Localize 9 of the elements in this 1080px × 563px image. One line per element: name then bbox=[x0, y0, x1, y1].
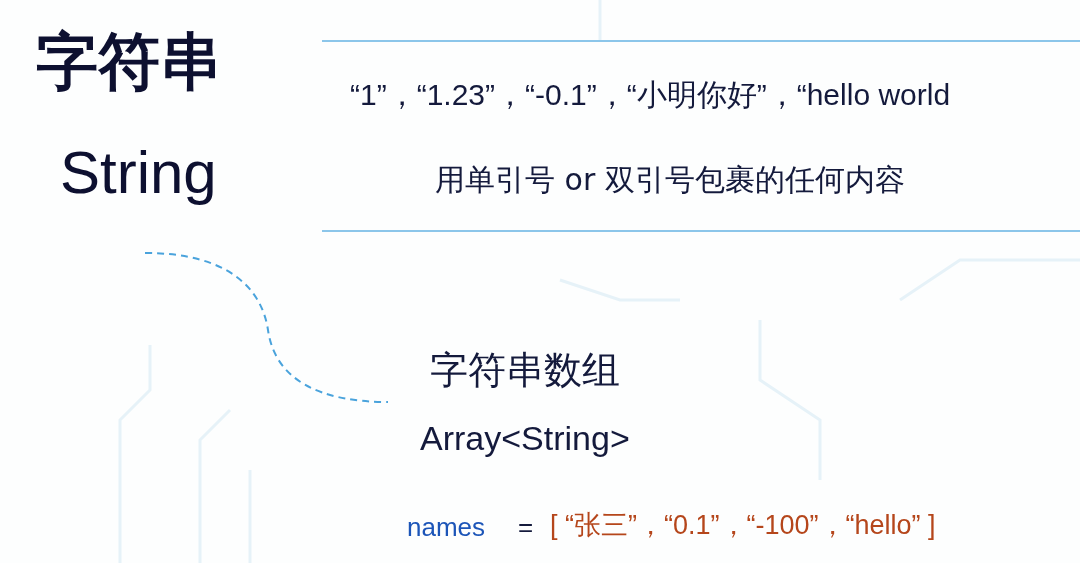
section-heading: 字符串数组 bbox=[430, 350, 620, 392]
variable-name: names bbox=[407, 513, 486, 542]
array-literal: [ “张三”，“0.1”，“-100”，“hello” ] bbox=[550, 511, 936, 541]
title-subheading: String bbox=[60, 140, 217, 206]
title-heading: 字符串 bbox=[36, 28, 222, 97]
equals-sign: = bbox=[518, 513, 534, 542]
type-name: Array<String> bbox=[420, 420, 630, 458]
example-strings: “1”，“1.23”，“-0.1”，“小明你好”，“hello world bbox=[350, 78, 951, 111]
description-text: 用单引号 or 双引号包裹的任何内容 bbox=[435, 163, 905, 196]
